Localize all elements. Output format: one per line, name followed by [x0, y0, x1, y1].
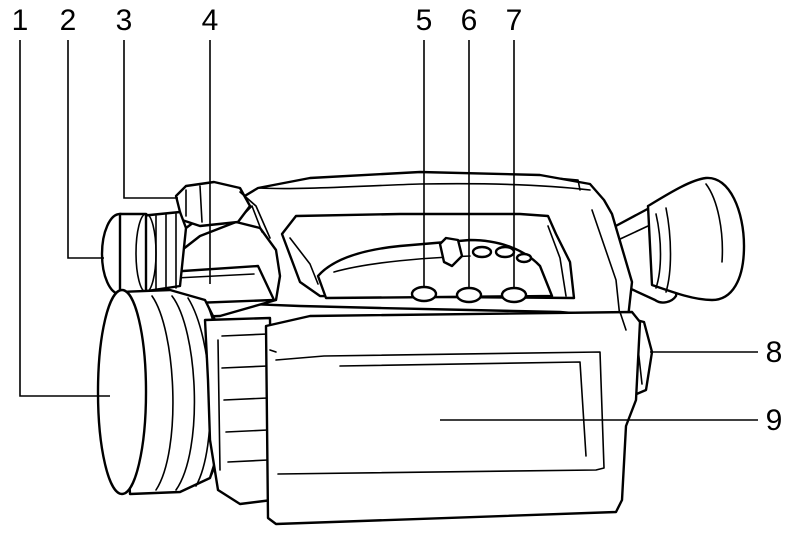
button-7 — [500, 286, 528, 304]
lcd-screen-9 — [264, 310, 642, 526]
button-6 — [455, 286, 483, 304]
callout-number-5: 5 — [416, 4, 433, 37]
button-5 — [410, 285, 438, 303]
callout-labels: 1 2 3 4 5 6 7 8 9 — [12, 4, 783, 437]
callout-number-1: 1 — [12, 4, 29, 37]
callout-number-9: 9 — [766, 404, 783, 437]
callout-line-3 — [123, 40, 178, 199]
callout-number-7: 7 — [506, 4, 523, 37]
callout-number-6: 6 — [461, 4, 478, 37]
callout-lines — [19, 40, 758, 421]
callout-line-1 — [19, 40, 110, 397]
callout-number-3: 3 — [116, 4, 133, 37]
callout-number-8: 8 — [766, 336, 783, 369]
focus-ring-lens-2 — [100, 210, 188, 296]
callout-number-2: 2 — [60, 4, 77, 37]
callout-number-4: 4 — [202, 4, 219, 37]
callout-line-2 — [67, 40, 104, 259]
top-lens-3 — [174, 180, 271, 239]
